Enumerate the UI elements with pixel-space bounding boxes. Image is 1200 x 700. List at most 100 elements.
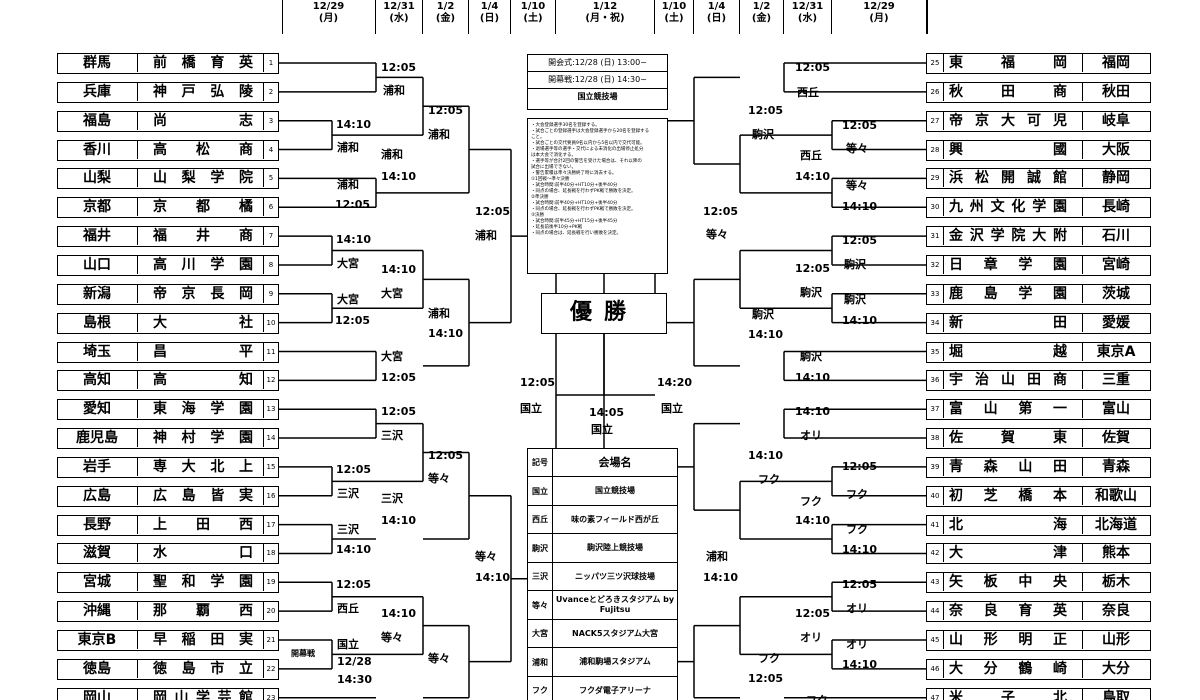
team-prefecture: 滋賀 bbox=[83, 545, 111, 562]
match-label: 14:10 bbox=[428, 327, 464, 340]
team-prefecture: 山梨 bbox=[83, 170, 111, 187]
match-label: 12:05 bbox=[748, 672, 784, 685]
match-label: 等々 bbox=[475, 550, 497, 563]
match-label: 14:30 bbox=[337, 673, 373, 686]
team-prefecture: 埼玉 bbox=[83, 343, 111, 360]
team-prefecture: 広島 bbox=[83, 487, 111, 504]
header-date: 1/2 bbox=[436, 1, 455, 12]
match-label: 14:10 bbox=[336, 543, 372, 556]
venue-name: フクダ電子アリーナ bbox=[579, 685, 651, 695]
team-school-name: 専大北上 bbox=[153, 458, 253, 475]
match-label: 浦和 bbox=[706, 550, 728, 563]
team-number: 17 bbox=[266, 520, 276, 529]
team-prefecture: 群馬 bbox=[83, 55, 111, 71]
match-label: 駒沢 bbox=[844, 293, 866, 306]
team-number: 30 bbox=[930, 203, 940, 212]
header-date: 12/29 bbox=[863, 1, 895, 12]
match-label: 駒沢 bbox=[800, 350, 822, 363]
match-label: 14:10 bbox=[842, 543, 878, 556]
team-number: 40 bbox=[930, 491, 940, 500]
team-number: 1 bbox=[268, 59, 274, 67]
match-label: 12:05 bbox=[335, 198, 371, 211]
team-school-name: 神村学園 bbox=[153, 430, 253, 447]
venue-code: 三沢 bbox=[528, 562, 553, 591]
rule-line: ・同点の場合、延長戦を行わずPK戦で勝敗を決定。 bbox=[531, 189, 636, 194]
team-school-name: 大津 bbox=[949, 545, 1067, 562]
team-prefecture: 愛媛 bbox=[1102, 314, 1130, 331]
match-label: 12:05 bbox=[336, 578, 372, 591]
header-day: (月) bbox=[318, 13, 339, 24]
match-label: 12:05 bbox=[842, 460, 878, 473]
match-label: フク bbox=[758, 473, 780, 486]
venue-name: 浦和駒場スタジアム bbox=[579, 657, 651, 667]
match-label: 国立 bbox=[591, 423, 613, 436]
match-label: 12:05 bbox=[336, 463, 372, 476]
rule-line: ・試合時間:前半45分+HT15分+後半45分 bbox=[531, 219, 618, 224]
venue-code: 浦和 bbox=[528, 648, 553, 677]
venue-code: 駒沢 bbox=[528, 534, 553, 563]
team-prefecture: 富山 bbox=[1102, 401, 1130, 418]
team-school-name: 富山第一 bbox=[949, 401, 1067, 418]
team-school-name: 昌平 bbox=[153, 343, 253, 360]
team-prefecture: 青森 bbox=[1102, 458, 1130, 475]
header-date: 1/10 bbox=[661, 1, 687, 12]
opening-match-label: 開幕戦 bbox=[291, 649, 315, 658]
team-number: 12 bbox=[266, 376, 276, 385]
team-prefecture: 山形 bbox=[1102, 632, 1130, 648]
header-day: (金) bbox=[435, 13, 456, 24]
team-school-name: 高松商 bbox=[153, 141, 253, 158]
match-label: 大宮 bbox=[337, 293, 359, 306]
team-number: 5 bbox=[268, 174, 274, 183]
team-number: 22 bbox=[266, 664, 276, 673]
header-col-2: 12/31(水) bbox=[376, 0, 423, 34]
match-label: 14:10 bbox=[381, 514, 417, 527]
team-number: 39 bbox=[930, 462, 940, 471]
match-label: 14:10 bbox=[336, 233, 372, 246]
rule-line: ①1回戦～準々決勝 bbox=[531, 177, 570, 182]
team-school-name: 鹿島学園 bbox=[949, 285, 1067, 302]
team-number: 7 bbox=[268, 232, 274, 241]
header-col-5: 1/10(土) bbox=[511, 0, 556, 34]
match-label: 14:10 bbox=[381, 170, 417, 183]
opening-ceremony-text: 開会式:12/28 (日) 13:00~ bbox=[528, 55, 667, 72]
match-label: オリ bbox=[846, 638, 868, 651]
match-label: 大宮 bbox=[381, 350, 403, 363]
match-label: 12:05 bbox=[795, 262, 831, 275]
header-col-4: 1/4(日) bbox=[469, 0, 511, 34]
rule-line: ・選手等が合計2回の警告を受けた場合は、それ以降の bbox=[531, 159, 642, 164]
match-label: 14:10 bbox=[475, 571, 511, 584]
team-prefecture: 三重 bbox=[1102, 372, 1130, 389]
match-label: 等々 bbox=[428, 652, 450, 665]
match-label: フク bbox=[806, 692, 828, 700]
header-day: (日) bbox=[479, 13, 500, 24]
team-number: 28 bbox=[930, 145, 940, 154]
rules-notes-box: ・大会登録選手30名を登録する。・試合ごとの登録選手は大会登録選手から20名を登… bbox=[527, 118, 668, 274]
header-col-8: 1/4(日) bbox=[694, 0, 740, 34]
venue-row: 三沢ニッパツ三ツ沢球技場 bbox=[528, 561, 677, 591]
team-school-name: 水口 bbox=[153, 545, 253, 562]
team-number: 29 bbox=[930, 174, 940, 183]
header-day: (土) bbox=[664, 13, 684, 24]
venue-row: 西丘味の素フィールド西が丘 bbox=[528, 504, 677, 534]
team-school-name: 秋田商 bbox=[949, 83, 1067, 100]
team-prefecture: 東京B bbox=[77, 632, 117, 648]
venue-row: 浦和 浦和駒場スタジアム bbox=[528, 647, 677, 677]
header-date: 1/12 bbox=[592, 1, 618, 12]
